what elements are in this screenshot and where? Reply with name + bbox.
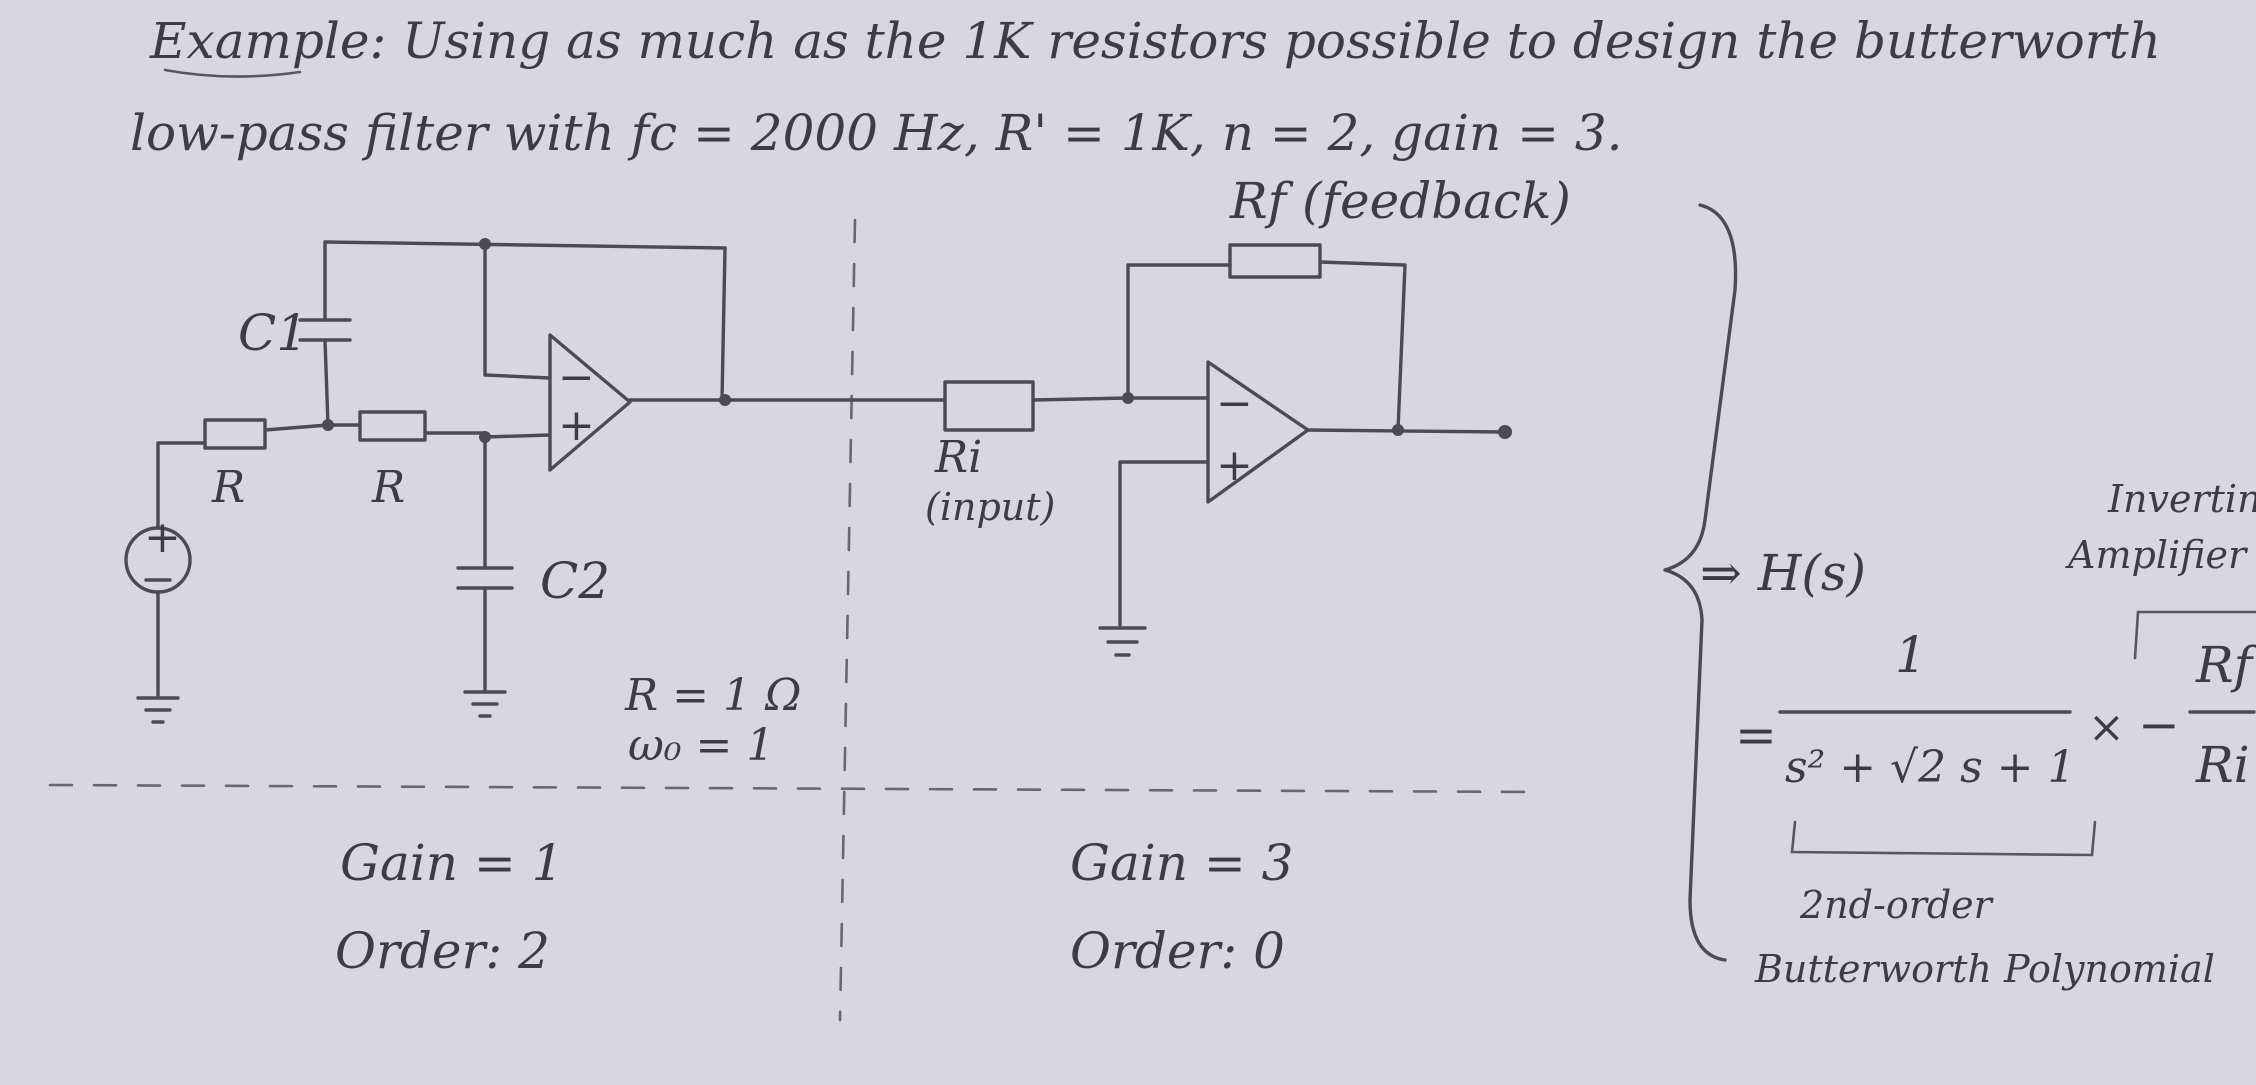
c1-label: C1 — [238, 304, 308, 362]
ground-icon — [1098, 626, 1147, 657]
resistor-rf-icon — [1228, 243, 1322, 279]
capacitor-c2-icon — [456, 566, 514, 590]
poly-note-2: Butterworth Polynomial — [1754, 947, 2215, 991]
tf-denominator: s² + √2 s + 1 — [1785, 742, 2076, 793]
stage1-gain: Gain = 1 — [340, 834, 563, 892]
amp-note-2: Amplifier — [2065, 533, 2249, 577]
amp-note-1: Inverting — [2107, 477, 2256, 521]
problem-line-1: Example: Using as much as the 1K resisto… — [149, 12, 2161, 70]
r2-label: R — [371, 462, 405, 513]
svg-text:−: − — [1216, 378, 1253, 429]
ri-label: Ri — [934, 432, 982, 483]
svg-text:−: − — [558, 352, 595, 403]
section-divider — [48, 783, 1542, 794]
minus-sign: − — [2138, 696, 2180, 754]
sallen-key-stage: + R R C1 C2 − + — [124, 238, 801, 771]
stage1-order: Order: 2 — [335, 922, 550, 980]
svg-text:+: + — [1216, 440, 1253, 491]
ground-icon — [136, 696, 180, 724]
source-polarity: + — [144, 512, 181, 563]
poly-bracket — [1790, 820, 2097, 857]
resistor-r1-icon — [203, 418, 267, 450]
brace-icon — [1663, 203, 1738, 962]
amp-bracket — [2133, 610, 2256, 660]
inverting-amp-stage: Ri (input) Rf (feedback) − + — [723, 172, 1571, 657]
c2-label: C2 — [540, 552, 610, 610]
rf-label: Rf (feedback) — [1229, 172, 1571, 230]
opamp-2-icon — [1206, 360, 1310, 504]
poly-note-1: 2nd-order — [1799, 883, 1995, 927]
stage2-gain: Gain = 3 — [1070, 834, 1293, 892]
equals-sign: = — [1735, 706, 1777, 764]
rf-numerator: Rf — [2195, 636, 2256, 694]
ri-note: (input) — [925, 485, 1055, 529]
resistor-r2-icon — [358, 410, 427, 442]
ri-denominator: Ri — [2195, 736, 2250, 794]
junction-dot — [1392, 424, 1404, 436]
resistor-ri-icon — [943, 380, 1035, 432]
problem-line-2: low-pass filter with fc = 2000 Hz, R' = … — [130, 104, 1623, 162]
r1-label: R — [211, 462, 245, 513]
h-of-s: ⇒ H(s) — [1700, 544, 1866, 602]
tf-numerator: 1 — [1895, 626, 1927, 684]
ground-icon — [463, 690, 507, 718]
opamp-1-icon — [548, 333, 632, 472]
stage-divider — [838, 218, 857, 1022]
svg-text:+: + — [558, 400, 595, 451]
times-sign: × — [2088, 702, 2125, 753]
example-underline — [163, 68, 302, 78]
output-terminal — [1498, 425, 1512, 439]
omega-note: ω₀ = 1 — [628, 720, 774, 771]
stage2-order: Order: 0 — [1070, 922, 1285, 980]
r-value-note: R = 1 Ω — [624, 670, 801, 721]
